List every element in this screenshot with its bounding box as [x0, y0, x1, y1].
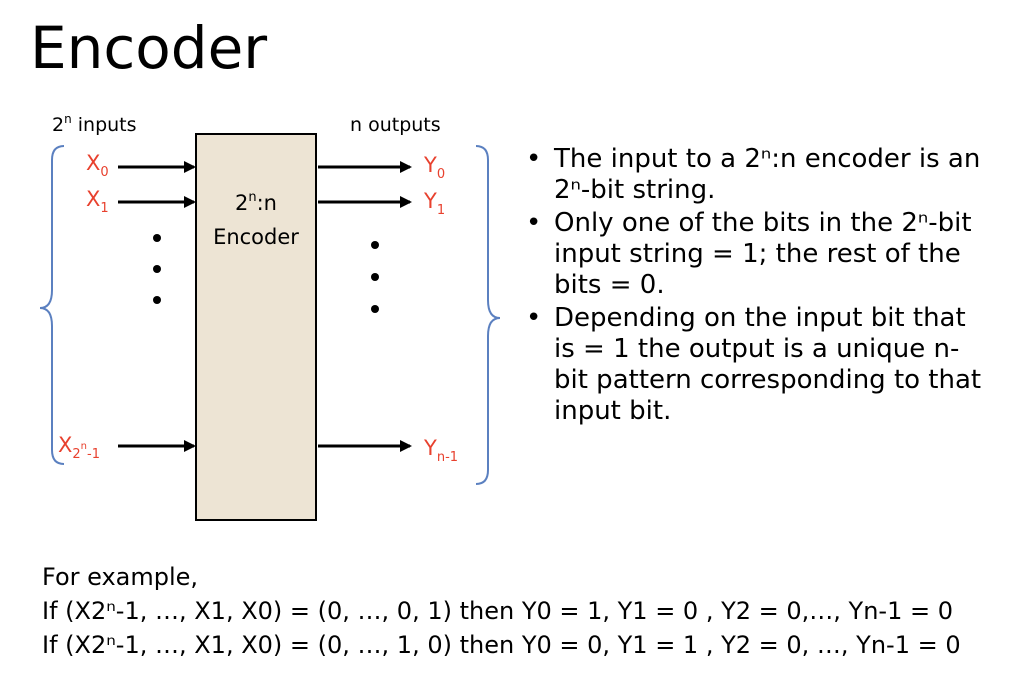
output-ellipsis-dot	[371, 241, 379, 249]
bullet-item: • Only one of the bits in the 2ⁿ-bit inpu…	[512, 208, 992, 301]
bullet-item: • The input to a 2ⁿ:n encoder is an 2ⁿ-bi…	[512, 144, 992, 206]
input-ellipsis-dot	[153, 234, 161, 242]
bullet-dot: •	[526, 144, 542, 174]
input-label-0: X0	[86, 151, 109, 180]
bullet-text: Only one of the bits in the 2ⁿ-bit input…	[554, 208, 972, 300]
example-intro: For example,	[42, 563, 199, 591]
page-title: Encoder	[30, 14, 268, 82]
input-ellipsis-dot	[153, 265, 161, 273]
encoder-box-label-2: Encoder	[213, 225, 299, 249]
encoder-box-label-1: 2n:n	[235, 190, 277, 215]
encoder-diagram: 2n inputs n outputs 2n:n Encoder X0 X1 X…	[39, 112, 501, 521]
example-line-2: If (X2ⁿ-1, …, X1, X0) = (0, …, 1, 0) the…	[42, 631, 961, 659]
output-bracket	[475, 145, 501, 485]
outputs-label: n outputs	[350, 114, 441, 136]
bullet-list: • The input to a 2ⁿ:n encoder is an 2ⁿ-bi…	[512, 144, 992, 429]
bullet-dot: •	[526, 208, 542, 238]
input-label-1: X1	[86, 187, 109, 216]
bullet-dot: •	[526, 303, 542, 333]
output-ellipsis-dot	[371, 273, 379, 281]
bullet-text: The input to a 2ⁿ:n encoder is an 2ⁿ-bit…	[554, 144, 981, 205]
bullet-item: • Depending on the input bit that is = 1 …	[512, 303, 992, 427]
output-label-0: Y0	[423, 153, 445, 182]
output-ellipsis-dot	[371, 305, 379, 313]
inputs-label: 2n inputs	[52, 112, 137, 136]
encoder-box	[195, 133, 317, 521]
example-line-1: If (X2ⁿ-1, …, X1, X0) = (0, …, 0, 1) the…	[42, 597, 953, 625]
output-label-1: Y1	[423, 189, 445, 218]
input-ellipsis-dot	[153, 296, 161, 304]
input-bracket	[39, 145, 65, 465]
input-label-last: X2n-1	[58, 433, 100, 462]
bullet-text: Depending on the input bit that is = 1 t…	[554, 303, 982, 426]
example-block: For example, If (X2ⁿ-1, …, X1, X0) = (0,…	[42, 560, 961, 662]
output-label-last: Yn-1	[423, 436, 458, 465]
